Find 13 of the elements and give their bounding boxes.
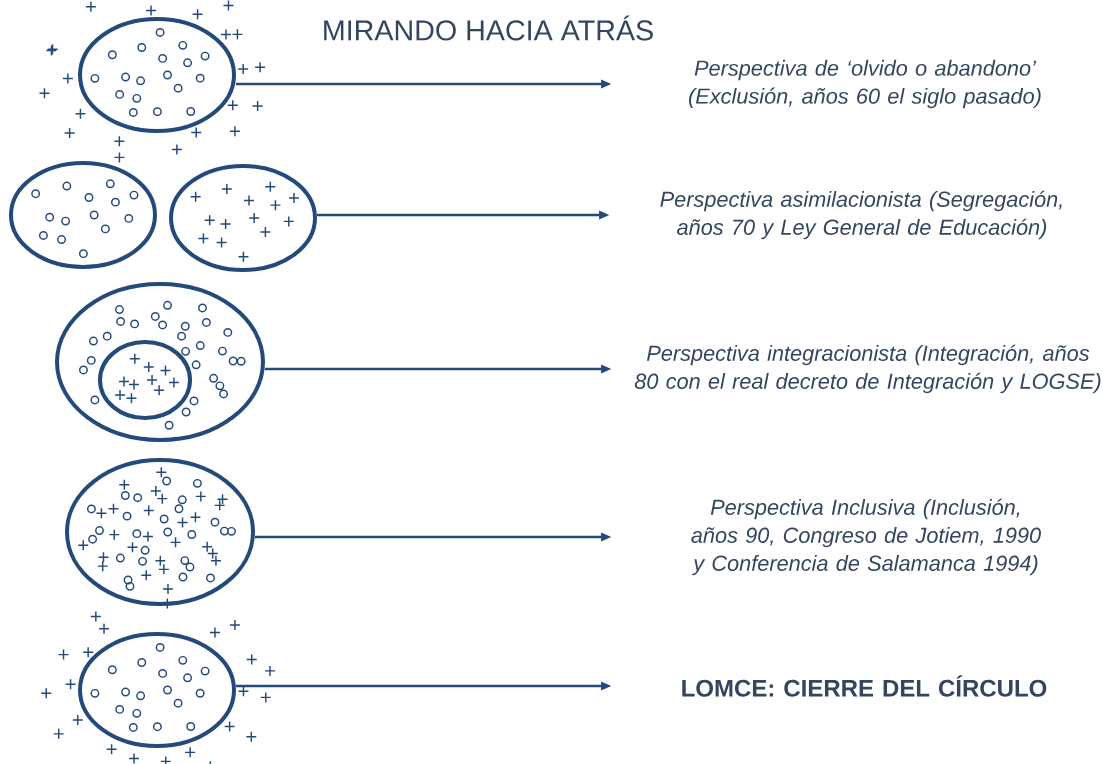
ellipse: [169, 164, 317, 272]
description-text: Perspectiva de ‘olvido o abandono’ (Exclusión, años 60 el siglo pasado): [689, 59, 1041, 109]
description-text: Perspectiva Inclusiva (Inclusión, años 90, Congreso de Jotiem, 1990 y Conferencia de Salamanca 1994): [691, 498, 1041, 576]
description-text: Perspectiva integracionista (Integración, años 80 con el real decreto de Integración y LOGSE): [634, 344, 1101, 394]
title: MIRANDO HACIA ATRÁS: [324, 15, 653, 41]
ellipse: [98, 340, 192, 420]
description-text: Perspectiva asimilacionista (Segregación, años 70 y Ley General de Educación): [660, 190, 1062, 240]
description-text: LOMCE: CIERRE DEL CÍRCULO: [682, 675, 1047, 697]
ellipse: [55, 282, 265, 442]
ellipse: [65, 458, 255, 606]
ellipse: [9, 161, 157, 269]
ellipse: [78, 632, 236, 748]
ellipse: [78, 17, 236, 133]
